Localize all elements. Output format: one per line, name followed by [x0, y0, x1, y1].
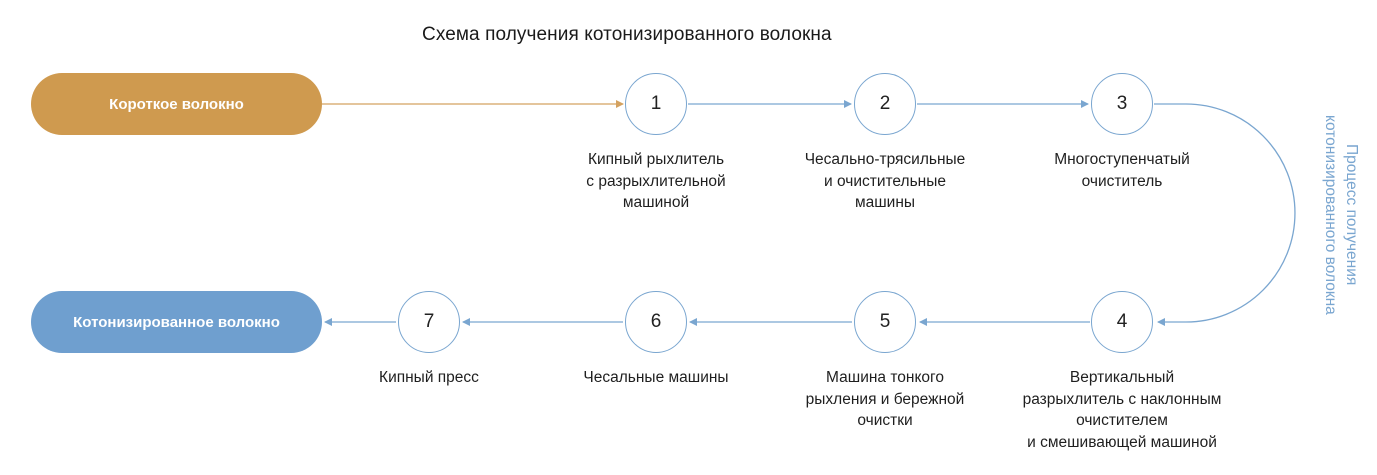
step-label-5-line-2: рыхления и бережной — [805, 390, 965, 408]
step-label-3-line-2: очиститель — [1081, 172, 1163, 190]
step-label-5: Машина тонкого рыхления и бережной очист… — [770, 367, 1000, 432]
end-node-label: Котонизированное волокно — [73, 313, 280, 331]
step-node-1: 1 — [625, 73, 687, 135]
step-label-2-line-1: Чесально-трясильные — [804, 151, 966, 168]
process-side-caption-text: Процесс получения котонизированного воло… — [1320, 95, 1362, 335]
step-label-6-line-1: Чесальные машины — [583, 369, 729, 386]
start-node-short-fiber: Короткое волокно — [31, 73, 322, 135]
step-label-1-line-1: Кипный рыхлитель — [587, 151, 725, 168]
step-label-2-line-2: и очистительные — [824, 172, 946, 190]
step-label-5-line-3: очистки — [857, 412, 913, 429]
step-label-7: Кипный пресс — [314, 367, 544, 389]
step-label-4-line-3: очистителем — [1076, 412, 1168, 429]
step-label-3-line-1: Многоступенчатый — [1054, 151, 1190, 168]
step-node-5: 5 — [854, 291, 916, 353]
diagram-title: Схема получения котонизированного волокн… — [422, 24, 832, 45]
step-label-1-line-2: с разрыхлительной — [586, 172, 726, 190]
start-node-label: Короткое волокно — [109, 95, 244, 113]
step-label-2: Чесально-трясильные и очистительные маши… — [770, 149, 1000, 214]
step-label-7-line-1: Кипный пресс — [379, 369, 479, 386]
step-label-4: Вертикальный разрыхлитель с наклонным оч… — [1007, 367, 1237, 453]
step-node-4: 4 — [1091, 291, 1153, 353]
step-label-2-line-3: машины — [854, 194, 916, 211]
step-label-3: Многоступенчатый очиститель — [1007, 149, 1237, 192]
end-node-cottonized-fiber: Котонизированное волокно — [31, 291, 322, 353]
step-node-2: 2 — [854, 73, 916, 135]
step-node-7: 7 — [398, 291, 460, 353]
step-node-3: 3 — [1091, 73, 1153, 135]
step-label-4-line-2: разрыхлитель с наклонным — [1022, 390, 1222, 408]
arrow-3-to-4-curve — [1154, 103, 1296, 326]
step-label-6: Чесальные машины — [541, 367, 771, 389]
step-label-5-line-1: Машина тонкого — [826, 369, 944, 386]
step-label-1-line-3: машиной — [622, 194, 690, 211]
process-caption-line-2: котонизированного волокна — [1322, 115, 1339, 315]
step-label-4-line-1: Вертикальный — [1069, 369, 1175, 386]
process-side-caption: Процесс получения котонизированного воло… — [1320, 95, 1362, 335]
step-label-1: Кипный рыхлитель с разрыхлительной машин… — [541, 149, 771, 214]
step-label-4-line-4: и смешивающей машиной — [1027, 433, 1217, 451]
step-node-6: 6 — [625, 291, 687, 353]
process-caption-line-1: Процесс получения — [1343, 144, 1360, 286]
